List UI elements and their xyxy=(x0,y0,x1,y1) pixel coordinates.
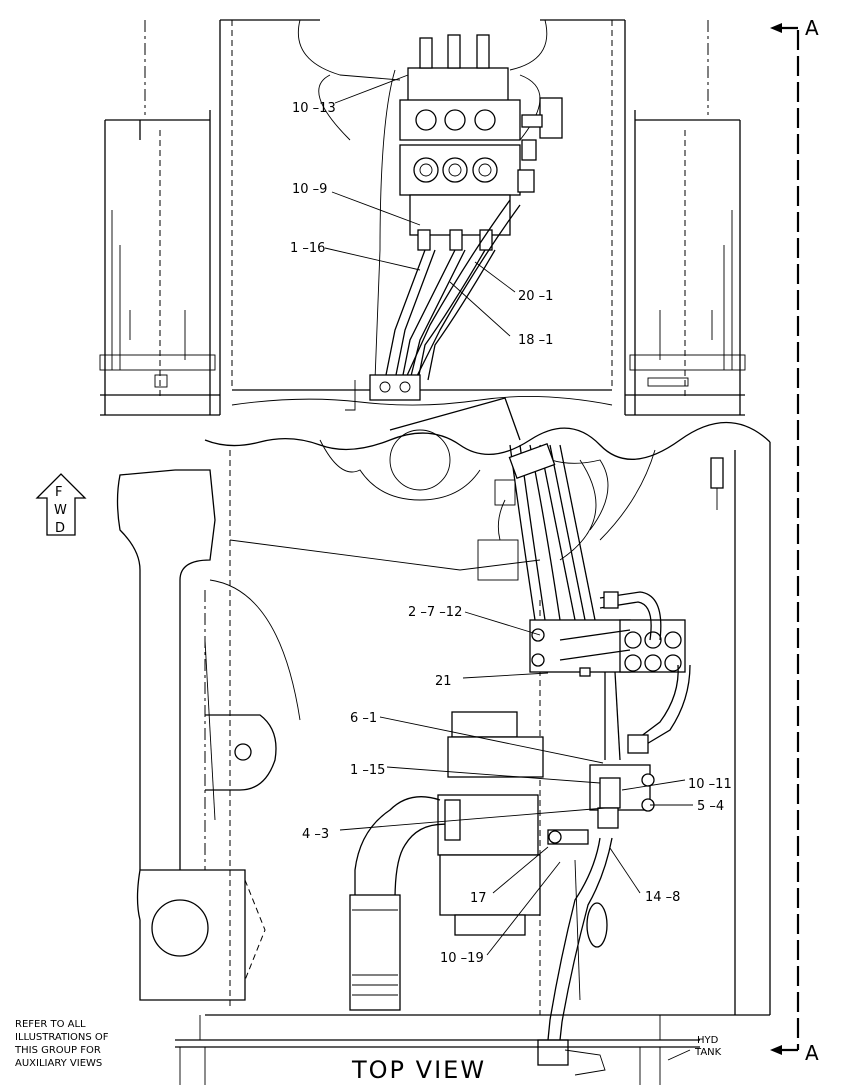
leader-lines xyxy=(324,74,693,1061)
callout-6-1: 6 –1 xyxy=(350,711,377,726)
fwd-letter-f: F xyxy=(55,485,62,500)
callout-18-1: 18 –1 xyxy=(518,333,553,348)
section-line-a-a: A A xyxy=(770,16,819,1065)
callout-20-1: 20 –1 xyxy=(518,289,553,304)
callout-labels: 10 –13 10 –9 1 –16 20 –1 18 –1 2 –7 –12 … xyxy=(290,101,732,966)
forward-arrow-icon: F W D xyxy=(35,473,87,536)
lower-control-valve xyxy=(497,442,724,761)
callout-10-11: 10 –11 xyxy=(688,777,732,792)
callout-1-16: 1 –16 xyxy=(290,241,325,256)
fwd-letter-w: W xyxy=(54,503,67,518)
drawing-notes: REFER TO ALL ILLUSTRATIONS OF THIS GROUP… xyxy=(14,1019,722,1084)
lower-chassis xyxy=(116,429,771,1016)
callout-1-15: 1 –15 xyxy=(350,763,385,778)
break-line xyxy=(204,397,771,460)
fwd-letter-d: D xyxy=(55,521,65,536)
callout-17: 17 xyxy=(470,891,487,906)
callout-2-7-12: 2 –7 –12 xyxy=(408,605,462,620)
callout-10-9: 10 –9 xyxy=(292,182,327,197)
note-line-3: THIS GROUP FOR xyxy=(14,1045,101,1056)
callout-14-8: 14 –8 xyxy=(645,890,680,905)
callout-5-4: 5 –4 xyxy=(697,799,724,814)
view-title: TOP VIEW xyxy=(351,1056,486,1084)
note-line-2: ILLUSTRATIONS OF xyxy=(15,1032,109,1043)
upper-control-valve xyxy=(345,34,563,411)
callout-10-19: 10 –19 xyxy=(440,951,484,966)
tank-rail xyxy=(175,1015,700,1085)
callout-21: 21 xyxy=(435,674,452,689)
tank-label-line-1: HYD xyxy=(697,1035,719,1046)
section-marker-bottom: A xyxy=(805,1041,819,1065)
section-marker-top: A xyxy=(805,16,819,40)
tank-label-line-2: TANK xyxy=(694,1047,722,1058)
note-line-4: AUXILIARY VIEWS xyxy=(15,1058,102,1069)
filter-pump-assembly xyxy=(349,711,655,1076)
note-line-1: REFER TO ALL xyxy=(15,1019,86,1030)
callout-10-13: 10 –13 xyxy=(292,101,336,116)
callout-4-3: 4 –3 xyxy=(302,827,329,842)
